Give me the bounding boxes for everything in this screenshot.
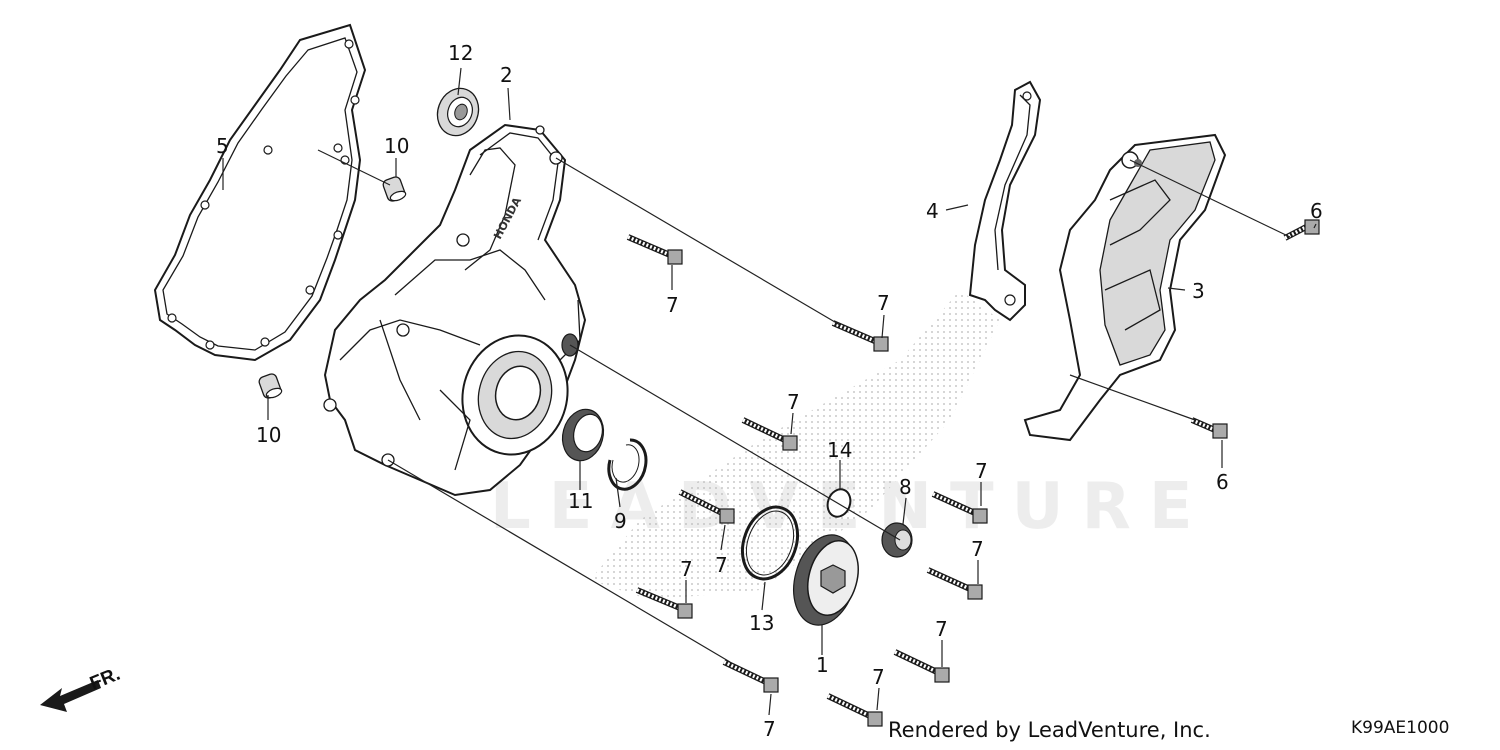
callout-part-7-i: 7 bbox=[763, 717, 776, 741]
callout-part-10-upper: 10 bbox=[384, 134, 409, 158]
callout-part-14: 14 bbox=[827, 438, 852, 462]
bolt-part-7-f[interactable] bbox=[926, 567, 983, 600]
callout-part-13: 13 bbox=[749, 611, 774, 635]
assembly-center-lines bbox=[317, 149, 1291, 663]
snap-ring-part-9[interactable] bbox=[607, 438, 648, 491]
callout-leaders bbox=[222, 67, 1317, 716]
washer-part-14[interactable] bbox=[824, 486, 854, 520]
callout-part-7-f: 7 bbox=[971, 537, 984, 561]
callout-part-7-h: 7 bbox=[935, 617, 948, 641]
cover-cap-part-1[interactable] bbox=[784, 528, 866, 632]
callout-part-7-c: 7 bbox=[787, 390, 800, 414]
dowel-pin-upper-part-10[interactable] bbox=[382, 176, 407, 203]
callout-part-7-d: 7 bbox=[715, 553, 728, 577]
oil-seal-part-11[interactable] bbox=[557, 405, 609, 466]
bolt-part-7-e[interactable] bbox=[931, 491, 988, 524]
bolt-part-6-lower[interactable] bbox=[1190, 417, 1228, 439]
callout-part-11: 11 bbox=[568, 489, 593, 513]
callout-part-1: 1 bbox=[816, 653, 829, 677]
diagram-code: K99AE1000 bbox=[1351, 718, 1450, 738]
callout-part-5: 5 bbox=[216, 134, 229, 158]
gasket-part-5[interactable] bbox=[153, 23, 367, 362]
callout-part-10-lower: 10 bbox=[256, 423, 281, 447]
callout-part-8: 8 bbox=[899, 475, 912, 499]
bolt-part-7-h[interactable] bbox=[893, 649, 950, 683]
bolt-part-7-d[interactable] bbox=[678, 489, 735, 524]
callout-part-3: 3 bbox=[1192, 279, 1205, 303]
sprocket-cover-part-3[interactable] bbox=[1023, 133, 1227, 442]
bolt-part-7-j[interactable] bbox=[826, 693, 883, 727]
callout-part-12: 12 bbox=[448, 41, 473, 65]
bolt-part-7-g[interactable] bbox=[635, 587, 693, 619]
bolt-part-7-a[interactable] bbox=[626, 234, 683, 265]
callout-part-7-j: 7 bbox=[872, 665, 885, 689]
dowel-pin-lower-part-10[interactable] bbox=[258, 373, 283, 400]
rendered-by-credit: Rendered by LeadVenture, Inc. bbox=[888, 718, 1211, 742]
callout-part-6-upper: 6 bbox=[1310, 199, 1323, 223]
bolt-part-7-i[interactable] bbox=[722, 659, 779, 693]
callout-part-7-g: 7 bbox=[680, 557, 693, 581]
front-direction-label: FR. bbox=[87, 664, 123, 695]
guide-plate-part-4[interactable] bbox=[968, 80, 1042, 322]
bearing-part-12[interactable] bbox=[431, 83, 485, 142]
callout-part-4: 4 bbox=[926, 199, 939, 223]
front-direction-arrow-icon: FR. bbox=[40, 664, 123, 712]
crankcase-cover-part-2[interactable]: HONDA bbox=[323, 123, 587, 497]
o-ring-part-13[interactable] bbox=[733, 499, 807, 586]
callout-part-7-e: 7 bbox=[975, 459, 988, 483]
callout-part-9: 9 bbox=[614, 509, 627, 533]
callout-part-6-lower: 6 bbox=[1216, 470, 1229, 494]
bolt-part-7-c[interactable] bbox=[741, 417, 798, 451]
callout-part-2: 2 bbox=[500, 63, 513, 87]
plug-part-8[interactable] bbox=[881, 522, 913, 558]
bolt-part-6-upper[interactable] bbox=[1283, 219, 1320, 241]
bolt-part-7-b[interactable] bbox=[831, 320, 889, 352]
callout-part-7-b: 7 bbox=[877, 291, 890, 315]
callout-part-7-a: 7 bbox=[666, 293, 679, 317]
